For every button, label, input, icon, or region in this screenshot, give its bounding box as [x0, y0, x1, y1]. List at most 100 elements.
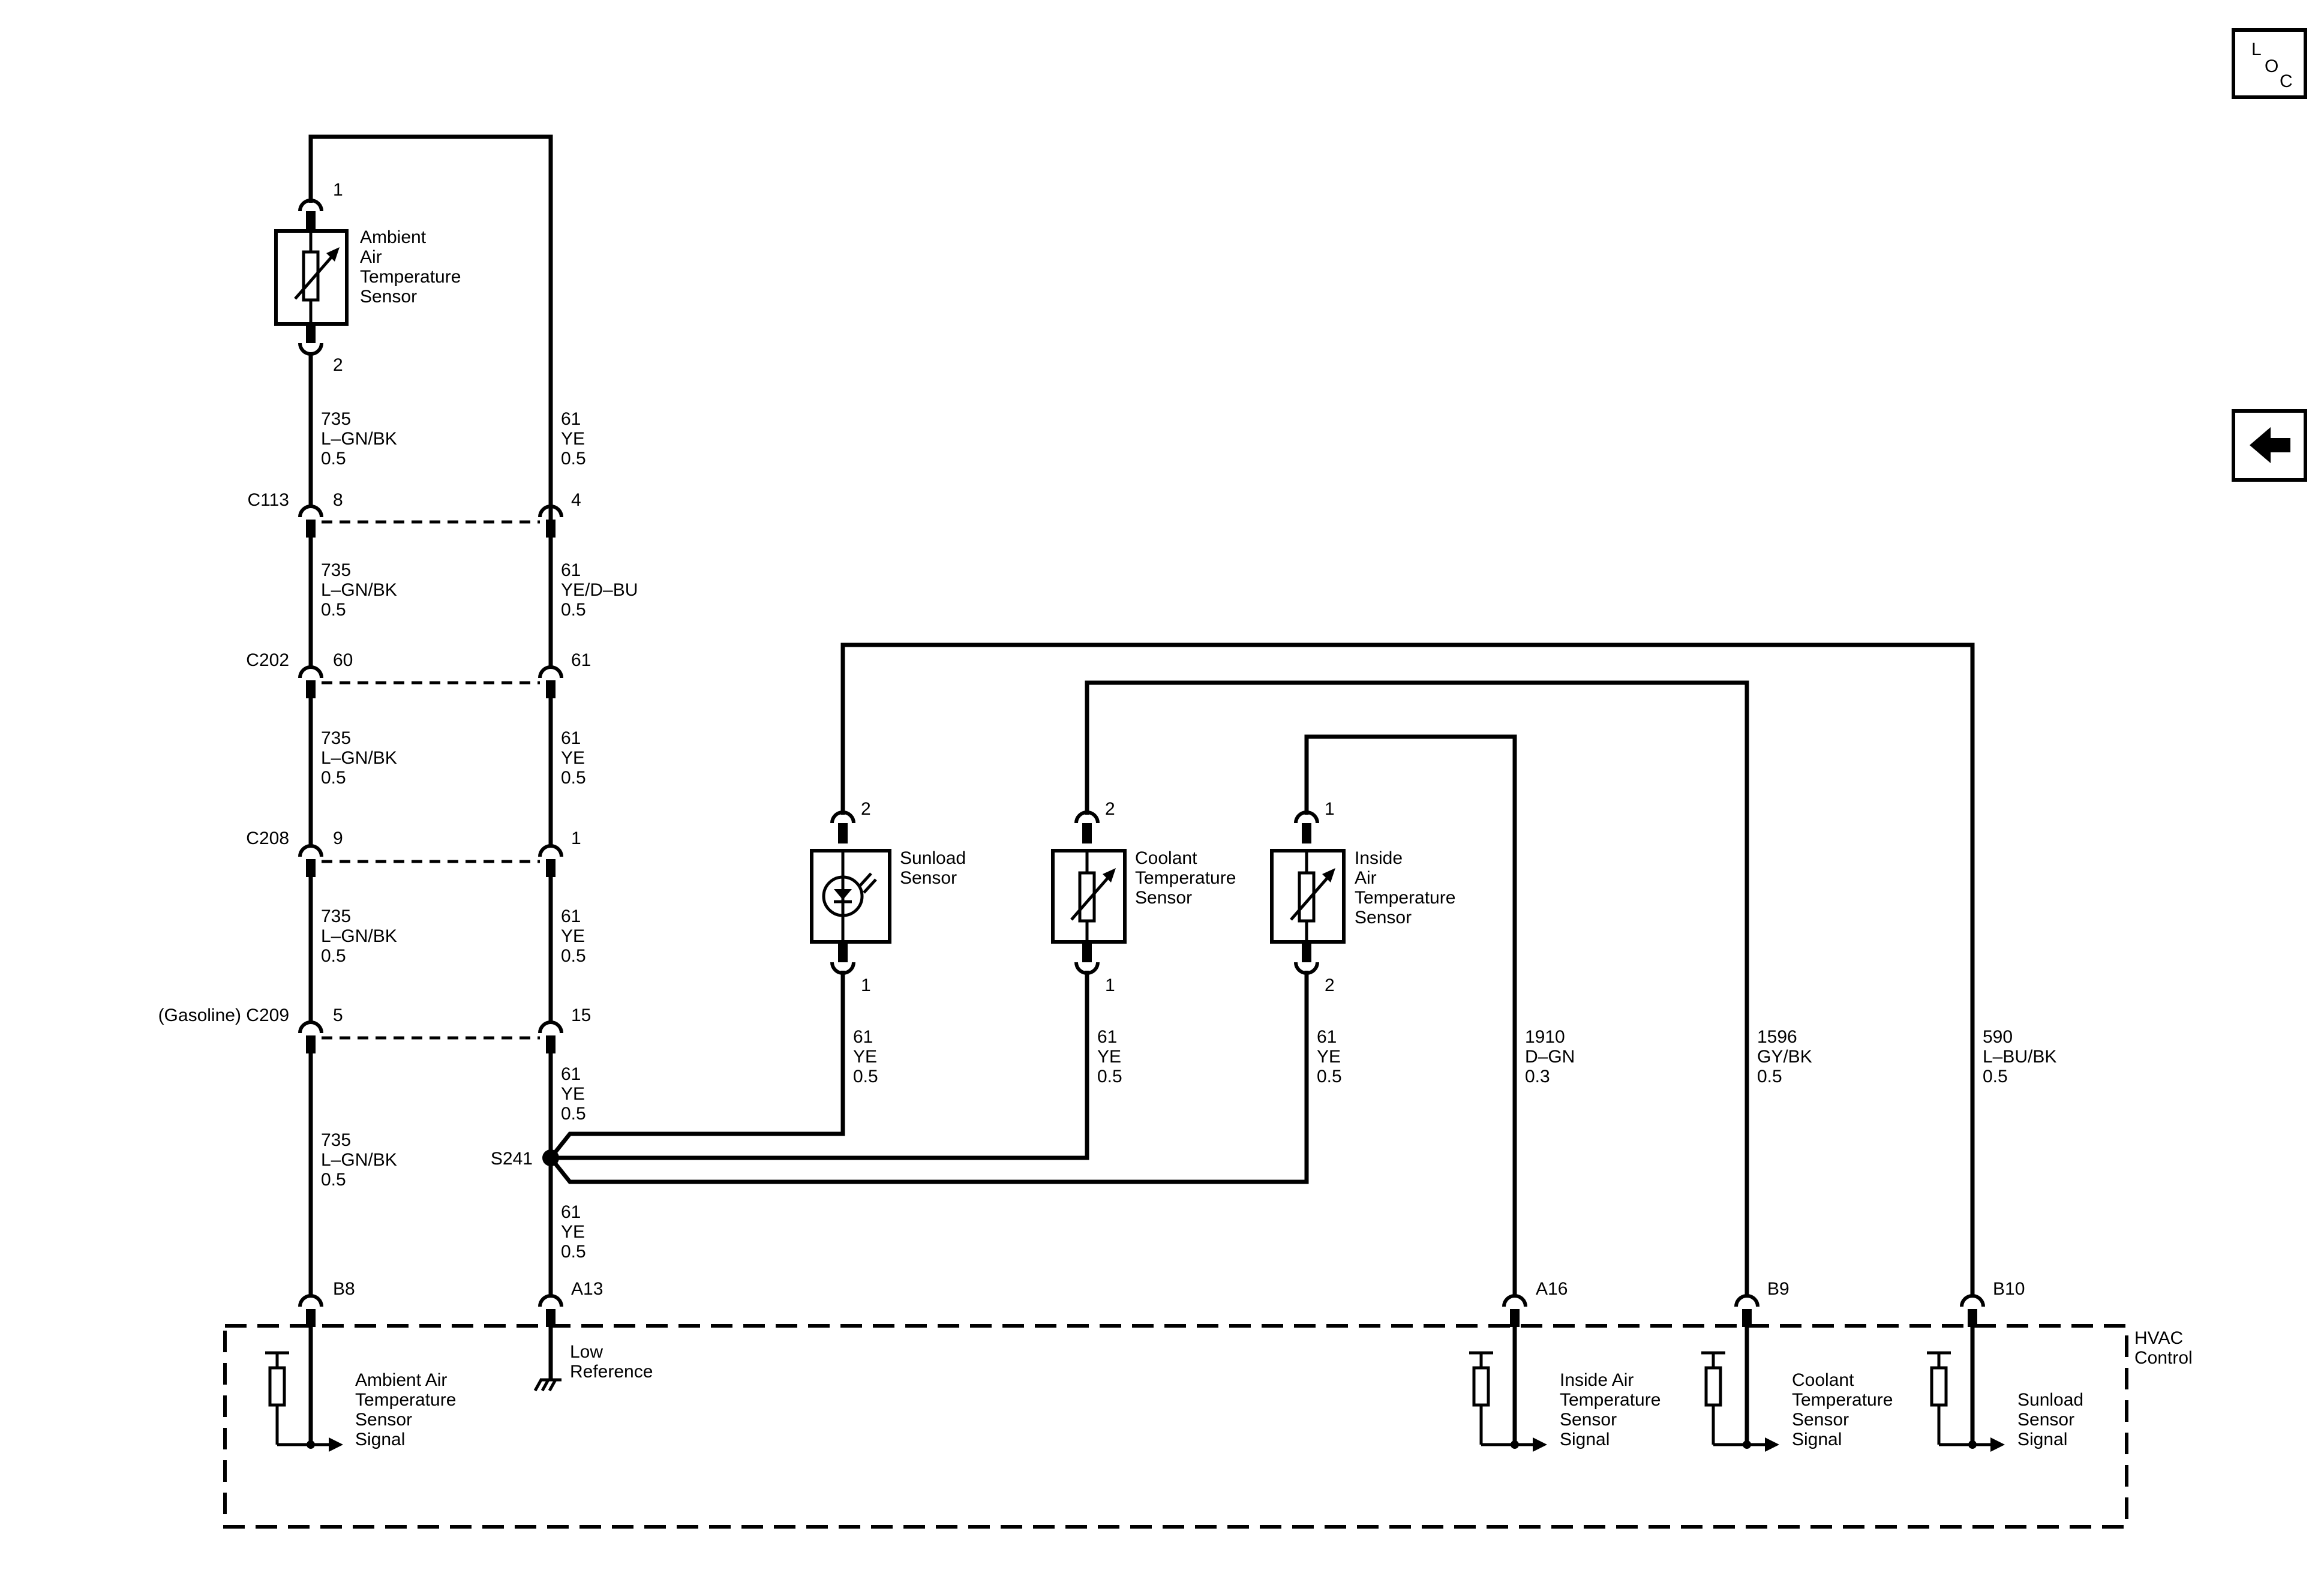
connector-c209-right-pin: 15 [571, 1005, 591, 1025]
wire-label: 61 [853, 1027, 873, 1047]
inside-pin-bottom: 2 [1325, 975, 1335, 995]
wire-label: 61 [1097, 1027, 1117, 1047]
hvac-pin-a13: A13 [571, 1279, 603, 1299]
inside-pin-top: 1 [1325, 799, 1335, 819]
coolant-sensor-label-2: Temperature [1135, 868, 1236, 888]
wire-label: 61 [561, 906, 581, 926]
sunload-pin-top: 2 [861, 799, 871, 819]
wire-label: 61 [1317, 1027, 1337, 1047]
hvac-label-1: HVAC [2134, 1328, 2183, 1348]
loc-letter-l: L [2251, 40, 2262, 59]
left-arrow-icon [2250, 427, 2290, 463]
wire-label: 0.5 [561, 768, 586, 788]
coolant-signal-label-1: Coolant [1792, 1370, 1854, 1390]
splice-label: S241 [491, 1149, 533, 1169]
connector-c208-name: C208 [246, 828, 289, 848]
coolant-signal-label-3: Sensor [1792, 1410, 1849, 1430]
ambient-pin-bottom: 2 [333, 355, 343, 375]
splice-s241: S241 [491, 1149, 559, 1169]
wire-label: YE [561, 1222, 585, 1242]
inside-sensor-label-4: Sensor [1355, 908, 1412, 927]
wire-label: YE [853, 1047, 877, 1067]
hvac-pin-a16: A16 [1536, 1279, 1568, 1299]
wire-label: 61 [561, 1202, 581, 1222]
wire-label: 0.5 [1757, 1067, 1782, 1086]
inside-signal-label-2: Temperature [1560, 1390, 1661, 1410]
inside-sensor-label-2: Air [1355, 868, 1377, 888]
wire-label: GY/BK [1757, 1047, 1812, 1067]
wire-label: 735 [321, 728, 351, 748]
variable-resistor-icon [294, 247, 340, 300]
sunload-signal-label-2: Sensor [2017, 1410, 2074, 1430]
ambient-air-temperature-sensor: Ambient Air Temperature Sensor 1 2 [274, 180, 461, 375]
inside-sensor-label-3: Temperature [1355, 888, 1455, 908]
wire-label: 0.5 [1983, 1067, 2008, 1086]
ambient-sensor-label-3: Temperature [360, 267, 461, 287]
ambient-signal-label-3: Sensor [355, 1410, 412, 1430]
wire-label: 0.5 [561, 600, 586, 620]
connector-c208-right-pin: 1 [571, 828, 581, 848]
wire-label: 61 [561, 1064, 581, 1084]
ambient-pin-top: 1 [333, 180, 343, 200]
pullup-resistor-a16 [1469, 1327, 1547, 1452]
connector-labels: C113 8 4 C202 60 61 C208 9 1 (Gasoline) … [158, 490, 591, 1025]
wire-label: L–BU/BK [1983, 1047, 2056, 1067]
wire-label: 61 [561, 728, 581, 748]
ambient-sensor-label-4: Sensor [360, 287, 417, 307]
sunload-signal-label-3: Signal [2017, 1430, 2067, 1449]
coolant-pin-top: 2 [1105, 799, 1115, 819]
ambient-signal-label-2: Temperature [355, 1390, 456, 1410]
wire-label: 0.5 [1317, 1067, 1342, 1086]
ambient-sensor-label-2: Air [360, 247, 382, 267]
wire-label: 0.5 [1097, 1067, 1122, 1086]
variable-resistor-icon [1070, 868, 1116, 921]
wire-label: 0.5 [561, 449, 586, 469]
wire-label: L–GN/BK [321, 580, 397, 600]
wire-label: 0.5 [321, 946, 346, 966]
wire-label: L–GN/BK [321, 748, 397, 768]
wire-label: 61 [561, 560, 581, 580]
wire-label: 1596 [1757, 1027, 1797, 1047]
sunload-sensor-label-1: Sunload [900, 848, 966, 868]
wire-label: D–GN [1525, 1047, 1575, 1067]
wire-label: YE [1317, 1047, 1341, 1067]
coolant-signal-label-4: Signal [1792, 1430, 1842, 1449]
wire-label: L–GN/BK [321, 926, 397, 946]
wire-label: 0.5 [561, 1104, 586, 1124]
wire-label: YE [1097, 1047, 1121, 1067]
inside-signal-label-4: Signal [1560, 1430, 1610, 1449]
coolant-sensor-label-1: Coolant [1135, 848, 1197, 868]
wire-label: 61 [561, 409, 581, 429]
pullup-resistor-b10 [1927, 1327, 2005, 1452]
loc-button[interactable]: L O C [2232, 28, 2307, 99]
ambient-sensor-label-1: Ambient [360, 227, 427, 247]
inside-sensor-label-1: Inside [1355, 848, 1403, 868]
wire-label: YE [561, 748, 585, 768]
connector-c202-right-pin: 61 [571, 650, 591, 670]
connector-c209-left-pin: 5 [333, 1005, 343, 1025]
coolant-temperature-sensor: Coolant Temperature Sensor 2 1 [1051, 799, 1236, 995]
connector-c208-left-pin: 9 [333, 828, 343, 848]
sunload-pin-bottom: 1 [861, 975, 871, 995]
connector-c113-right-pin: 4 [571, 490, 581, 510]
loc-letter-o: O [2265, 56, 2278, 76]
wire-labels: 735 L–GN/BK 0.5 735 L–GN/BK 0.5 735 L–GN… [321, 409, 2056, 1262]
hvac-control-module: HVAC Control B8 A13 A16 B9 B10 [223, 1279, 2193, 1529]
wire-label: 0.5 [321, 1170, 346, 1190]
coolant-pin-bottom: 1 [1105, 975, 1115, 995]
coolant-signal-label-2: Temperature [1792, 1390, 1893, 1410]
pullup-resistor-b8 [265, 1327, 343, 1452]
wire-lines [308, 134, 1975, 1392]
wire-label: L–GN/BK [321, 429, 397, 449]
connector-c113-name: C113 [248, 490, 290, 510]
wire-label: 735 [321, 1130, 351, 1150]
connector-c209-name: (Gasoline) C209 [158, 1005, 289, 1025]
connector-c113-left-pin: 8 [333, 490, 343, 510]
wire-label: 0.5 [321, 768, 346, 788]
sunload-sensor: Sunload Sensor 2 1 [810, 799, 966, 995]
hvac-label-2: Control [2134, 1348, 2193, 1368]
back-button[interactable] [2232, 409, 2307, 482]
wire-label: 0.5 [321, 600, 346, 620]
connector-c202-name: C202 [246, 650, 289, 670]
